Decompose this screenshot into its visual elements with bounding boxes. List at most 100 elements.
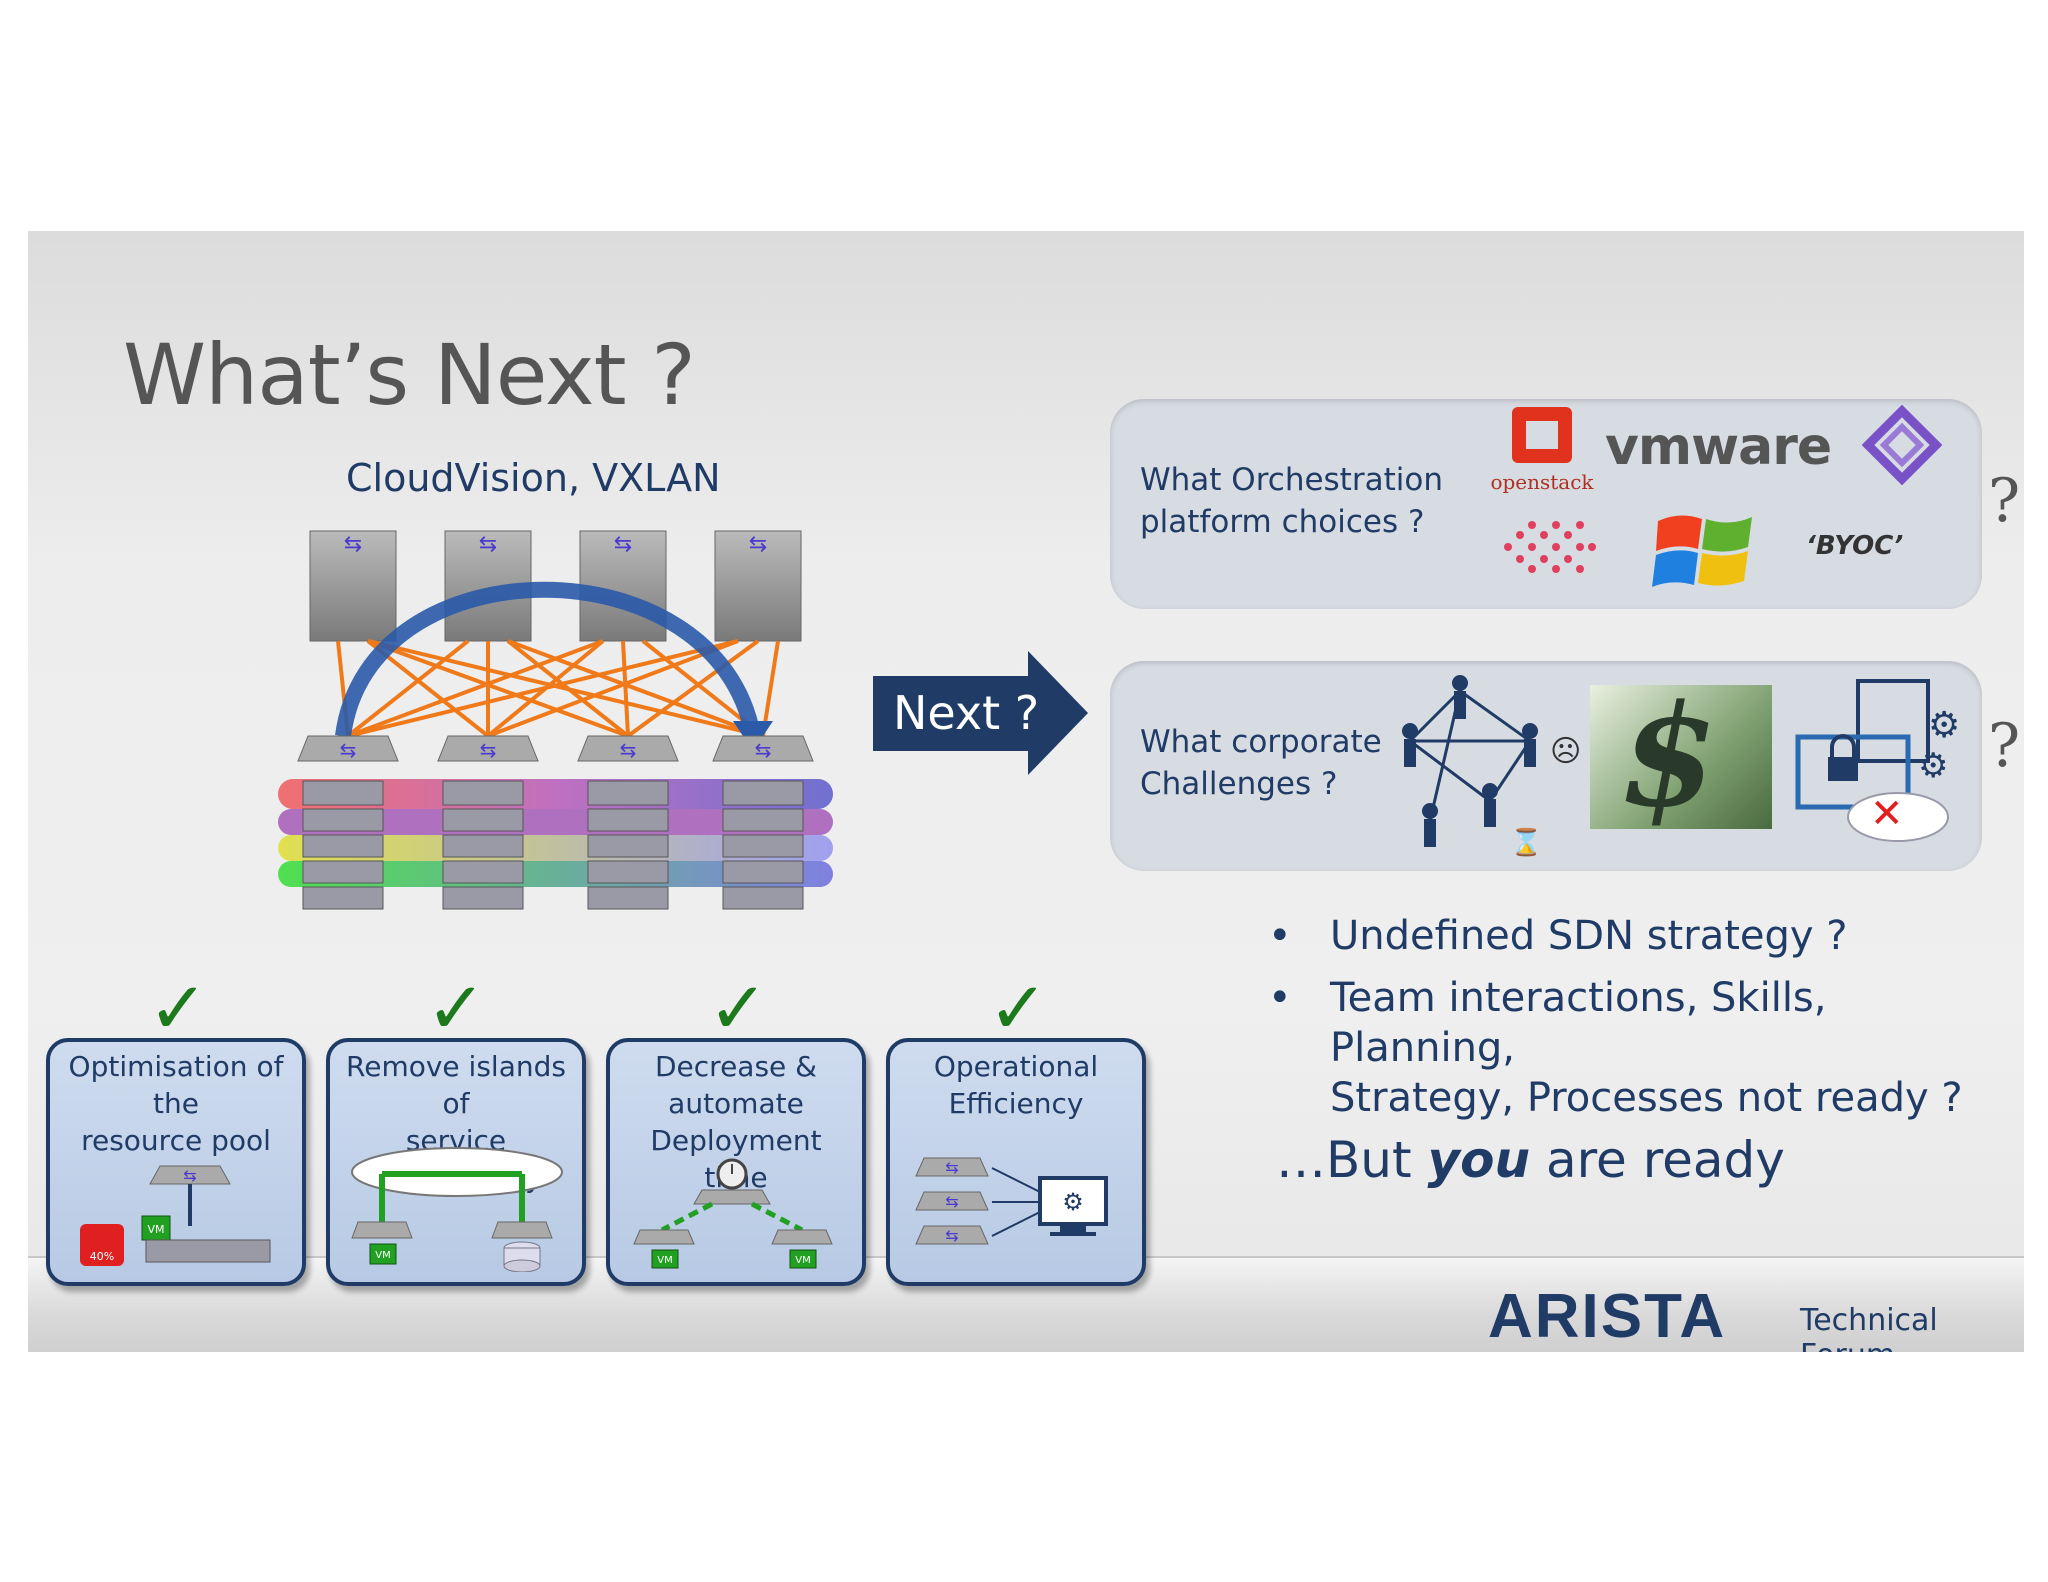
vm-label: VM: [375, 1250, 390, 1261]
dollar-image: $: [1590, 675, 1772, 839]
corporate-panel: What corporate Challenges ? ☹ ⌛ $: [1110, 661, 1982, 871]
diamond-logo-icon: [1862, 405, 1942, 485]
svg-text:⚙: ⚙: [1928, 705, 1960, 746]
challenges-list: • Undefined SDN strategy ? • Team intera…: [1268, 911, 2008, 1135]
benefit-line: Remove islands of: [346, 1050, 566, 1120]
openstack-label: openstack: [1490, 470, 1594, 494]
leaf-switch: ⇆: [712, 735, 814, 762]
orchestration-panel: What Orchestration platform choices ? op…: [1110, 399, 1982, 609]
corporate-question: What corporate Challenges ?: [1140, 721, 1460, 805]
vm-label: VM: [147, 1223, 164, 1236]
spine-switch: ⇆: [309, 530, 397, 642]
svg-text:⇆: ⇆: [620, 738, 637, 762]
technical-forum-label: Technical Forum: [1800, 1303, 1938, 1352]
spine-switch: ⇆: [714, 530, 802, 642]
svg-text:⇆: ⇆: [480, 738, 497, 762]
slide: What’s Next ? CloudVision, VXLAN ⇆ ⇆ ⇆ ⇆: [28, 231, 2024, 1352]
svg-text:⇆: ⇆: [614, 532, 632, 557]
efficiency-icon: ⇆ ⇆ ⇆ ⚙: [915, 1157, 1108, 1245]
tenant-band: [278, 835, 833, 861]
network-diagram: ⇆ ⇆ ⇆ ⇆ ⇆ ⇆ ⇆ ⇆: [278, 530, 833, 910]
bullet-text-continued: Strategy, Processes not ready ?: [1330, 1075, 1963, 1121]
check-icon: ✓: [148, 966, 209, 1050]
tenant-band: [278, 779, 833, 809]
svg-text:⇆: ⇆: [945, 1192, 958, 1211]
next-arrow: Next ?: [873, 651, 1088, 775]
svg-text:⇆: ⇆: [945, 1158, 958, 1177]
arista-logo: ARISTA: [1488, 1282, 1727, 1351]
check-icon: ✓: [988, 966, 1049, 1050]
benefit-box-deployment: Decrease & automate Deployment time VM V…: [606, 1038, 866, 1286]
benefit-text: Operational Efficiency: [896, 1048, 1136, 1122]
team-network-icon: ☹ ⌛: [1402, 675, 1581, 858]
fabric-links: [336, 639, 780, 738]
usage-badge: 40%: [90, 1250, 114, 1263]
orchestration-qmark: ?: [1988, 466, 2021, 536]
resource-pool-icon: ⇆ VM 40%: [80, 1165, 271, 1266]
ready-statement: …But you are ready: [1276, 1131, 1785, 1189]
svg-text:⇆: ⇆: [749, 532, 767, 557]
svg-text:⇆: ⇆: [183, 1166, 196, 1185]
orchestration-line2: platform choices ?: [1140, 504, 1425, 540]
dotted-logo-icon: [1504, 521, 1596, 573]
leaf-switch: ⇆: [297, 735, 399, 762]
benefit-text: Optimisation of the resource pool: [56, 1048, 296, 1159]
ready-emphasis: you: [1427, 1131, 1531, 1189]
benefit-box-resource-pool: Optimisation of the resource pool ⇆ VM 4…: [46, 1038, 306, 1286]
svg-text:⚙: ⚙: [1918, 746, 1948, 786]
svg-text:⇆: ⇆: [340, 738, 357, 762]
leaf-switch: ⇆: [437, 735, 539, 762]
svg-text:⌛: ⌛: [1510, 827, 1542, 858]
bullet-text: Team interactions, Skills, Planning,: [1330, 975, 1827, 1071]
svg-text:⚙: ⚙: [1062, 1188, 1084, 1216]
ready-suffix: are ready: [1530, 1131, 1785, 1189]
bullet-dot: •: [1268, 913, 1292, 959]
benefit-line: automate: [668, 1087, 804, 1120]
corporate-line2: Challenges ?: [1140, 766, 1338, 802]
bullet-item: • Team interactions, Skills, Planning, S…: [1268, 973, 2008, 1123]
vm-label: VM: [657, 1255, 672, 1266]
server-stacks: [302, 780, 804, 910]
cloud-security-icon: ⚙ ⚙ ✕: [1795, 679, 1960, 842]
benefit-line: Operational: [933, 1050, 1099, 1083]
vxlan-arc: [335, 581, 761, 738]
svg-text:⇆: ⇆: [755, 738, 772, 762]
corporate-line1: What corporate: [1140, 724, 1382, 760]
slide-title: What’s Next ?: [123, 326, 696, 424]
bullet-text: Undefined SDN strategy ?: [1330, 913, 1848, 959]
benefit-line: Decrease &: [654, 1050, 817, 1083]
cloudvision-label: CloudVision, VXLAN: [346, 456, 721, 500]
vmware-logo: vmware: [1605, 417, 1832, 477]
svg-text:✕: ✕: [1870, 791, 1904, 837]
benefit-box-efficiency: Operational Efficiency ⇆ ⇆ ⇆ ⚙: [886, 1038, 1146, 1286]
deployment-icon: VM VM: [633, 1158, 833, 1269]
benefit-text: Decrease & automate Deployment time: [616, 1048, 856, 1196]
next-label: Next ?: [893, 686, 1039, 740]
connectivity-icon: VM: [351, 1147, 563, 1272]
corporate-qmark: ?: [1988, 711, 2021, 781]
svg-text:⇆: ⇆: [344, 532, 362, 557]
leaf-switch: ⇆: [577, 735, 679, 762]
vm-label: VM: [795, 1255, 810, 1266]
svg-text:☹: ☹: [1550, 734, 1581, 769]
bullet-dot: •: [1268, 975, 1292, 1021]
benefit-line: the: [153, 1087, 199, 1120]
check-icon: ✓: [708, 966, 769, 1050]
benefit-box-connectivity: Remove islands of service connectivity V…: [326, 1038, 586, 1286]
bullet-item: • Undefined SDN strategy ?: [1268, 911, 2008, 961]
orchestration-line1: What Orchestration: [1140, 462, 1443, 498]
tenant-band: [278, 861, 833, 887]
spine-switch: ⇆: [579, 530, 667, 642]
svg-text:⇆: ⇆: [479, 532, 497, 557]
svg-text:⇆: ⇆: [945, 1226, 958, 1245]
check-icon: ✓: [426, 966, 487, 1050]
benefit-line: Efficiency: [948, 1087, 1084, 1120]
benefit-line: resource pool: [81, 1124, 271, 1157]
byoc-label: ‘BYOC’: [1806, 531, 1904, 561]
openstack-logo: openstack: [1490, 407, 1594, 494]
ready-prefix: …But: [1276, 1131, 1428, 1189]
orchestration-question: What Orchestration platform choices ?: [1140, 459, 1460, 543]
benefit-line: Optimisation of: [68, 1050, 284, 1083]
tenant-band: [278, 809, 833, 835]
windows-logo-icon: [1652, 515, 1752, 587]
